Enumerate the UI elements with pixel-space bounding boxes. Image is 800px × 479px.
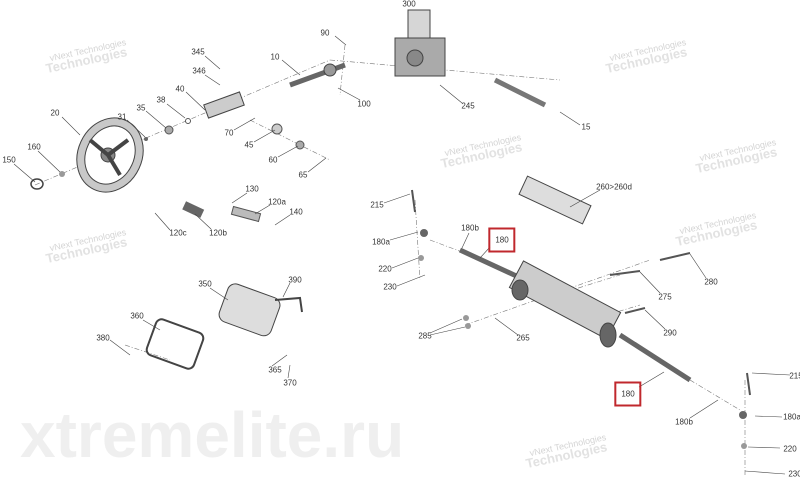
callout-290[interactable]: 290 bbox=[663, 328, 677, 338]
callout-285[interactable]: 285 bbox=[418, 331, 432, 341]
callout-180b[interactable]: 180b bbox=[461, 223, 479, 233]
callout-365[interactable]: 365 bbox=[268, 365, 282, 375]
callout-345[interactable]: 345 bbox=[191, 47, 205, 57]
callout-370[interactable]: 370 bbox=[283, 378, 297, 388]
callout-70[interactable]: 70 bbox=[224, 128, 234, 138]
callout-35[interactable]: 35 bbox=[136, 103, 146, 113]
callout-120c[interactable]: 120c bbox=[169, 228, 187, 238]
callout-120a[interactable]: 120a bbox=[268, 197, 286, 207]
power-steering-unit bbox=[394, 9, 446, 77]
callout-130[interactable]: 130 bbox=[245, 184, 259, 194]
callout-380[interactable]: 380 bbox=[96, 333, 110, 343]
callout-215[interactable]: 215 bbox=[370, 200, 384, 210]
callout-100[interactable]: 100 bbox=[357, 99, 371, 109]
callout-280[interactable]: 280 bbox=[704, 277, 718, 287]
callout-180-highlighted[interactable]: 180 bbox=[614, 381, 642, 407]
callout-245[interactable]: 245 bbox=[461, 101, 475, 111]
callout-300[interactable]: 300 bbox=[402, 0, 416, 9]
callout-160[interactable]: 160 bbox=[27, 142, 41, 152]
callout-40[interactable]: 40 bbox=[175, 84, 185, 94]
callout-120b[interactable]: 120b bbox=[209, 228, 227, 238]
callout-65[interactable]: 65 bbox=[298, 170, 308, 180]
callout-260-260d[interactable]: 260>260d bbox=[596, 182, 632, 192]
callout-215[interactable]: 215 bbox=[789, 371, 800, 381]
site-watermark: xtremelite.ru bbox=[20, 399, 405, 471]
callout-180a[interactable]: 180a bbox=[372, 237, 390, 247]
callout-180b[interactable]: 180b bbox=[675, 417, 693, 427]
callout-20[interactable]: 20 bbox=[50, 108, 60, 118]
callout-350[interactable]: 350 bbox=[198, 279, 212, 289]
callout-230[interactable]: 230 bbox=[383, 282, 397, 292]
callout-220[interactable]: 220 bbox=[378, 264, 392, 274]
callout-180-highlighted[interactable]: 180 bbox=[488, 227, 516, 253]
callout-346[interactable]: 346 bbox=[192, 66, 206, 76]
callout-15[interactable]: 15 bbox=[581, 122, 591, 132]
callout-220[interactable]: 220 bbox=[783, 444, 797, 454]
callout-150[interactable]: 150 bbox=[2, 155, 16, 165]
callout-265[interactable]: 265 bbox=[516, 333, 530, 343]
callout-31[interactable]: 31 bbox=[117, 112, 127, 122]
callout-10[interactable]: 10 bbox=[270, 52, 280, 62]
callout-38[interactable]: 38 bbox=[156, 95, 166, 105]
callout-140[interactable]: 140 bbox=[289, 207, 303, 217]
callout-60[interactable]: 60 bbox=[268, 155, 278, 165]
callout-90[interactable]: 90 bbox=[320, 28, 330, 38]
callout-360[interactable]: 360 bbox=[130, 311, 144, 321]
callout-45[interactable]: 45 bbox=[244, 140, 254, 150]
steering-rack bbox=[458, 175, 692, 383]
callout-180a[interactable]: 180a bbox=[783, 412, 800, 422]
callout-390[interactable]: 390 bbox=[288, 275, 302, 285]
callout-230[interactable]: 230 bbox=[788, 469, 800, 479]
callout-275[interactable]: 275 bbox=[658, 292, 672, 302]
steering-wheel bbox=[76, 117, 144, 193]
